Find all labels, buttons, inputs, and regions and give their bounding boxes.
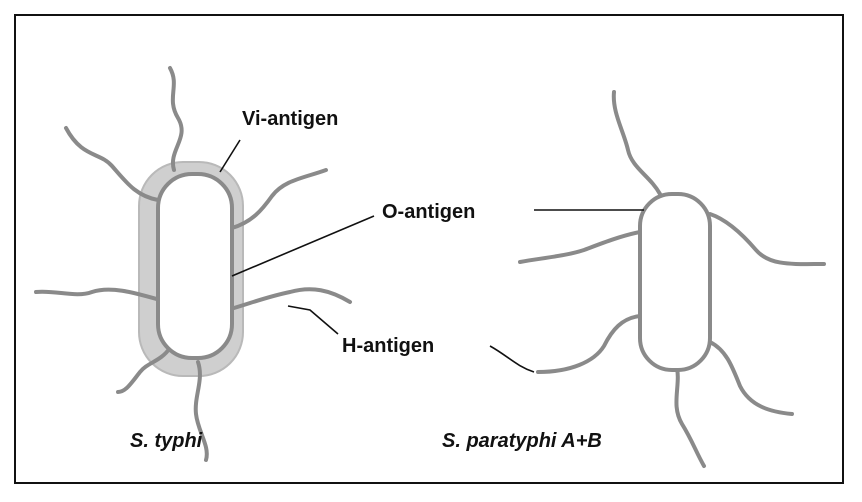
o-antigen-leader-left <box>232 216 374 276</box>
flagellum <box>676 364 704 466</box>
o-antigen-label: O-antigen <box>382 201 475 223</box>
h-antigen-leader-right <box>490 346 534 372</box>
s-paratyphi-bacterium <box>520 92 824 466</box>
s-paratyphi-caption: S. paratyphi A+B <box>442 430 602 452</box>
cell-body <box>158 174 232 358</box>
vi-antigen-label: Vi-antigen <box>242 108 338 130</box>
flagellum <box>520 232 640 262</box>
cell-body <box>640 194 710 370</box>
s-typhi-caption: S. typhi <box>130 430 203 452</box>
flagellum <box>614 92 660 194</box>
flagellum <box>232 170 326 228</box>
flagellum <box>170 68 182 170</box>
vi-antigen-leader <box>220 140 240 172</box>
flagellum <box>234 289 350 308</box>
h-antigen-label: H-antigen <box>342 335 434 357</box>
flagellum <box>538 316 640 372</box>
flagellum <box>710 214 824 264</box>
flagellum <box>710 342 792 414</box>
h-antigen-leader-left <box>288 306 338 334</box>
